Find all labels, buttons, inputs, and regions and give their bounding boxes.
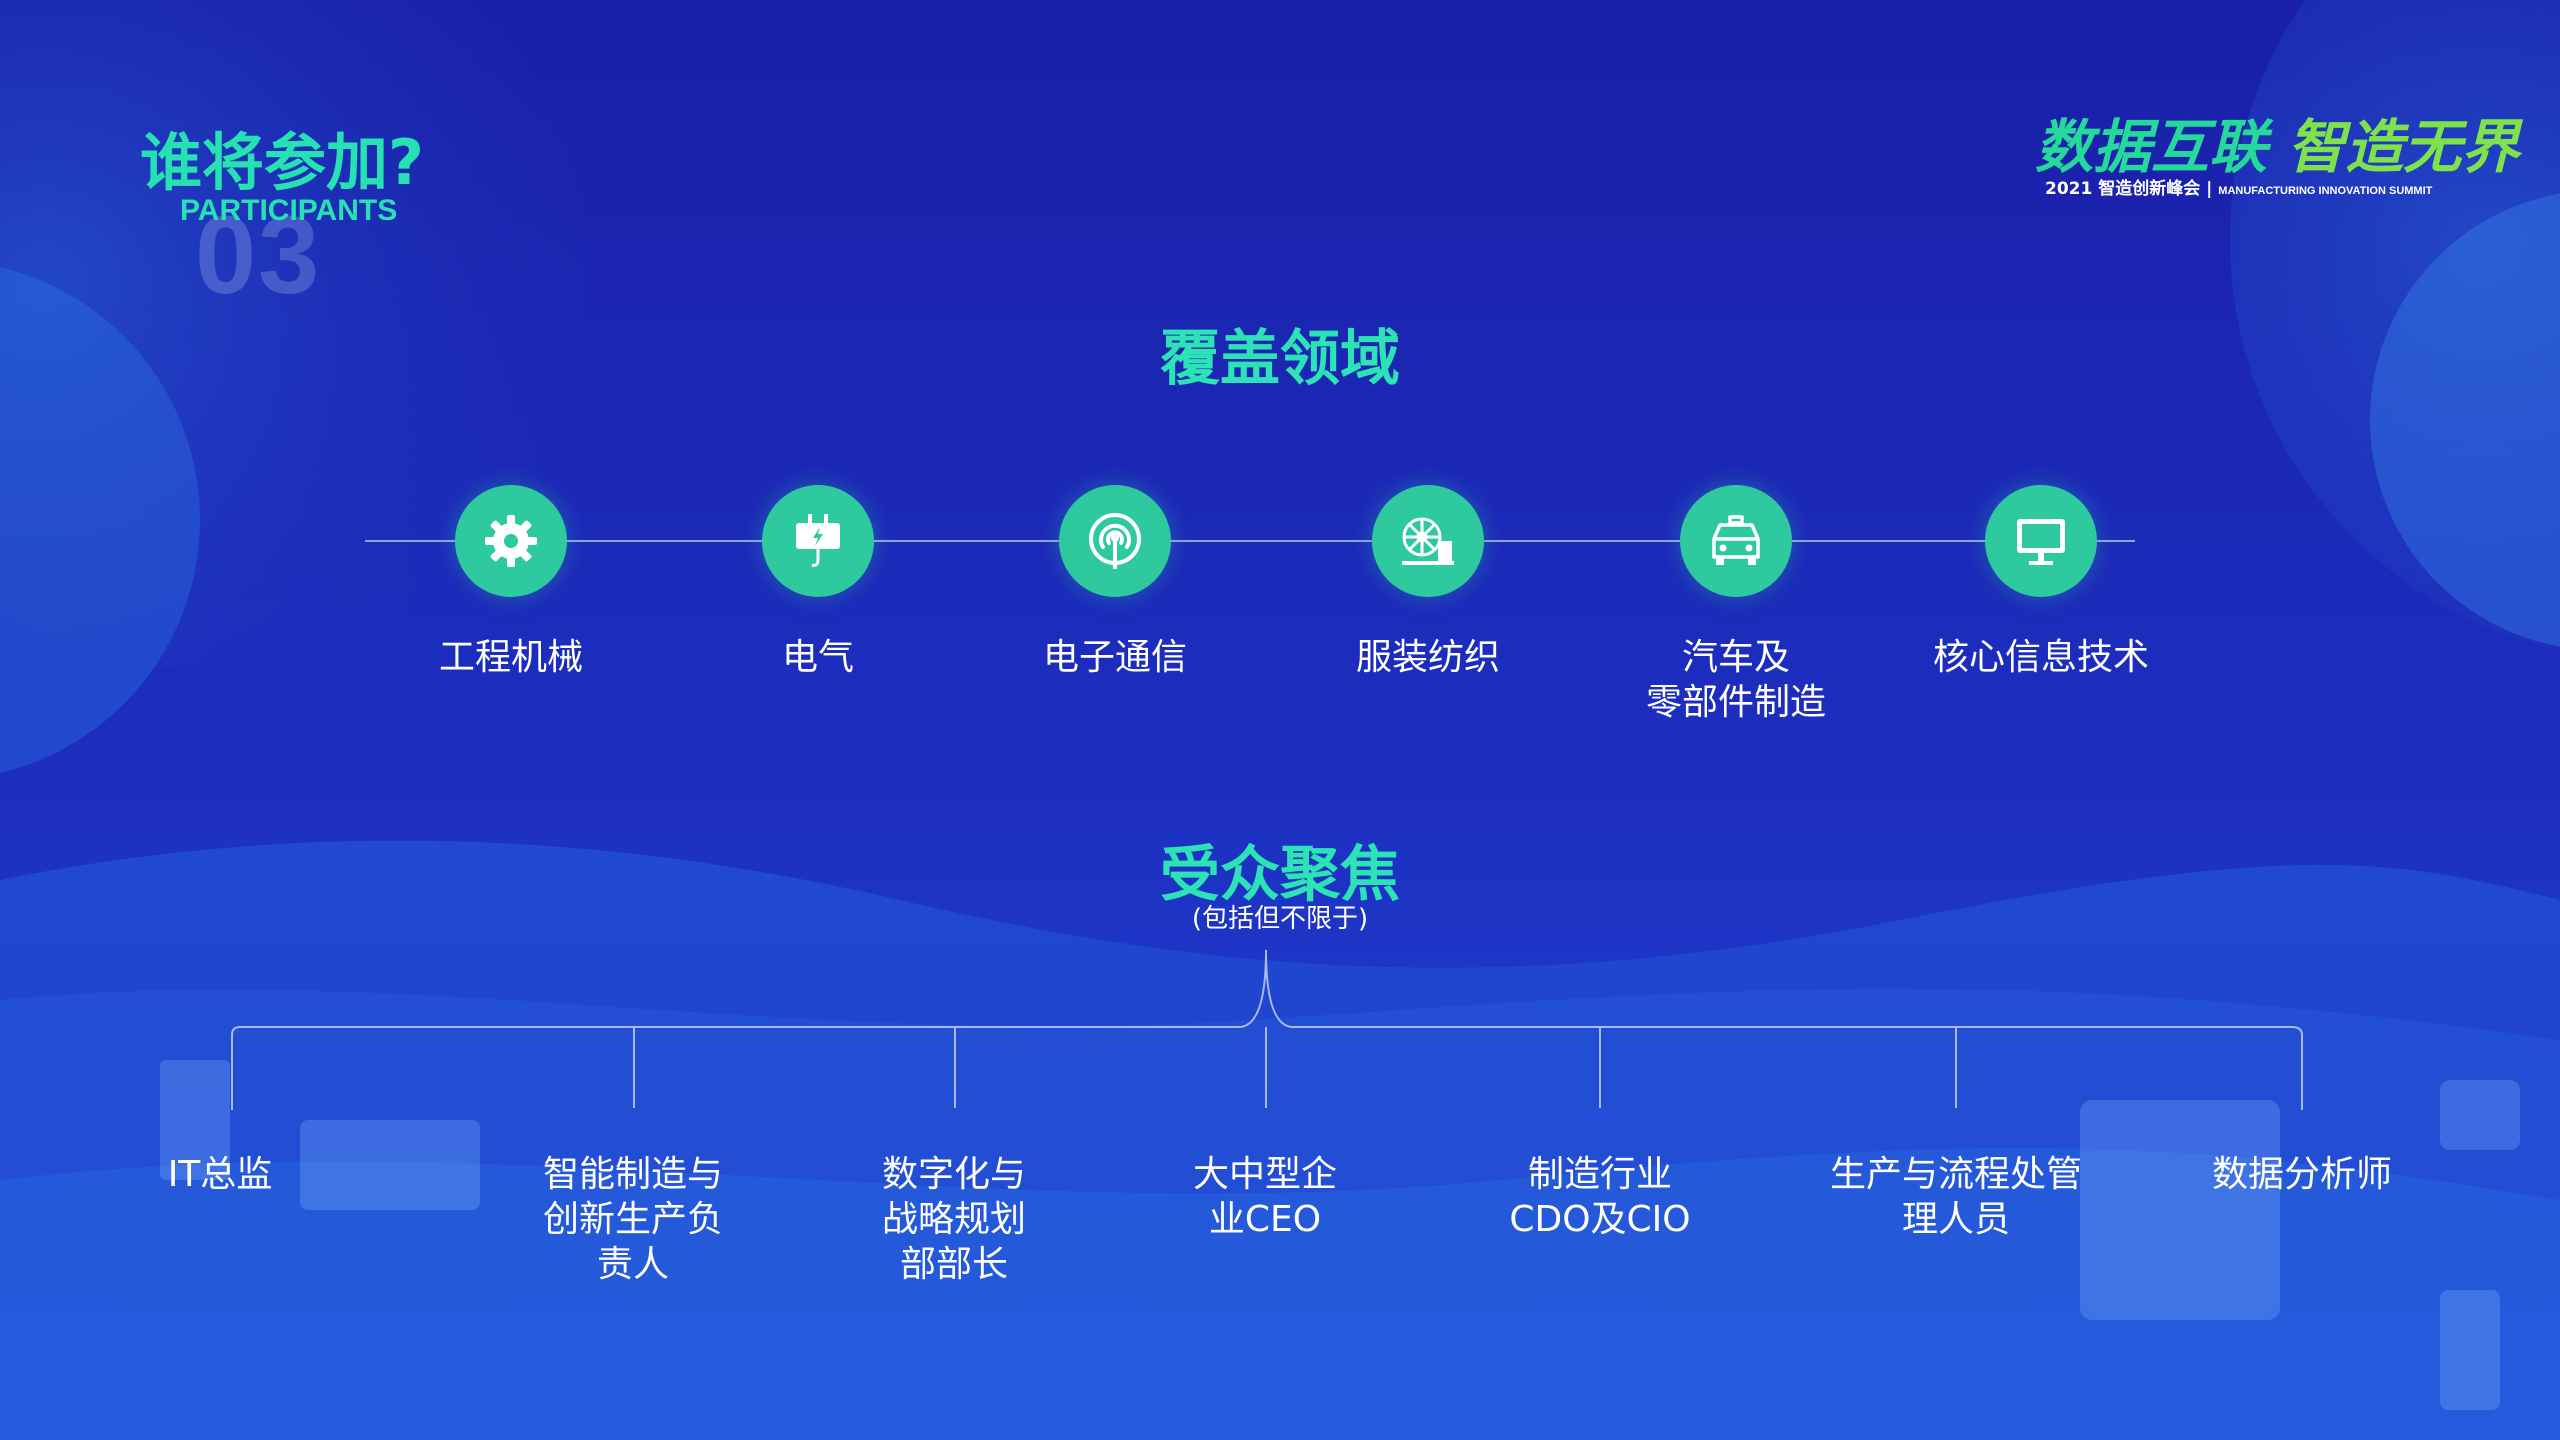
heading-title-cn: 谁将参加? [140, 126, 424, 199]
audience-item-3-line3: 部部长 [899, 1244, 1008, 1285]
audience-item-3-line1: 数字化与 [881, 1154, 1026, 1195]
textile-machine-icon [1402, 517, 1454, 565]
logo-subtitle: 2021 智造创新峰会 | MANUFACTURING INNOVATION S… [2045, 174, 2432, 199]
logo-subtitle-cn: 2021 智造创新峰会 [2045, 179, 2201, 199]
coverage-label-6: 核心信息技术 [1932, 637, 2149, 678]
coverage-label-2: 电气 [781, 637, 854, 678]
coverage-label-5-line2: 零部件制造 [1645, 682, 1826, 723]
section-heading: 03 谁将参加? PARTICIPANTS [140, 112, 460, 317]
coverage-label-1: 工程机械 [438, 637, 583, 678]
heading-title-en: PARTICIPANTS [180, 194, 398, 227]
audience-item-2: 智能制造与 创新生产负 责人 [493, 1152, 773, 1287]
audience-item-5: 制造行业 CDO及CIO [1460, 1152, 1740, 1242]
antenna-signal-icon [1089, 513, 1141, 569]
audience-item-5-line1: 制造行业 [1527, 1154, 1672, 1195]
audience-item-4-line1: 大中型企 [1192, 1154, 1337, 1195]
logo-divider: | [2206, 179, 2219, 199]
audience-item-4-line2: 业CEO [1208, 1199, 1322, 1240]
electric-plug-icon [796, 514, 840, 567]
audience-item-6: 生产与流程处管 理人员 [1816, 1152, 2096, 1242]
logo-slogan-part1: 数据互联 [2035, 113, 2268, 181]
audience-title: 受众聚焦 [1160, 840, 1400, 910]
monitor-icon [2017, 519, 2065, 565]
coverage-title: 覆盖领域 [1160, 324, 1400, 394]
audience-item-1: IT总监 [167, 1154, 273, 1195]
summit-logo: 数据互联 智造无界 2021 智造创新峰会 | MANUFACTURING IN… [2035, 100, 2519, 199]
audience-item-3: 数字化与 战略规划 部部长 [814, 1152, 1094, 1287]
coverage-label-5: 汽车及 零部件制造 [1586, 635, 1886, 725]
coverage-icon-2 [762, 485, 874, 597]
audience-item-2-line1: 智能制造与 [542, 1154, 723, 1195]
audience-item-5-line2: CDO及CIO [1509, 1199, 1691, 1240]
audience-item-2-line3: 责人 [596, 1244, 669, 1285]
audience-item-2-line2: 创新生产负 [542, 1199, 723, 1240]
coverage-label-4: 服装纺织 [1355, 637, 1500, 678]
coverage-label-5-line1: 汽车及 [1681, 637, 1790, 678]
audience-item-6-line2: 理人员 [1901, 1199, 2010, 1240]
car-icon [1712, 515, 1760, 565]
audience-note: (包括但不限于) [1191, 904, 1369, 934]
coverage-timeline [365, 540, 2135, 542]
audience-item-6-line1: 生产与流程处管 [1829, 1154, 2082, 1195]
logo-subtitle-en: MANUFACTURING INNOVATION SUMMIT [2218, 185, 2433, 197]
logo-slogan: 数据互联 智造无界 [2035, 100, 2519, 184]
logo-slogan-part2: 智造无界 [2287, 113, 2520, 181]
coverage-icon-3 [1059, 485, 1171, 597]
audience-item-4: 大中型企 业CEO [1125, 1152, 1405, 1242]
coverage-icon-6 [1985, 485, 2097, 597]
audience-item-3-line2: 战略规划 [881, 1199, 1026, 1240]
section-number: 03 [195, 194, 322, 317]
coverage-icon-5 [1680, 485, 1792, 597]
coverage-icon-1 [455, 485, 567, 597]
coverage-icon-4 [1372, 485, 1484, 597]
coverage-label-3: 电子通信 [1042, 637, 1187, 678]
audience-item-7: 数据分析师 [2211, 1154, 2392, 1195]
gear-icon [485, 515, 537, 567]
